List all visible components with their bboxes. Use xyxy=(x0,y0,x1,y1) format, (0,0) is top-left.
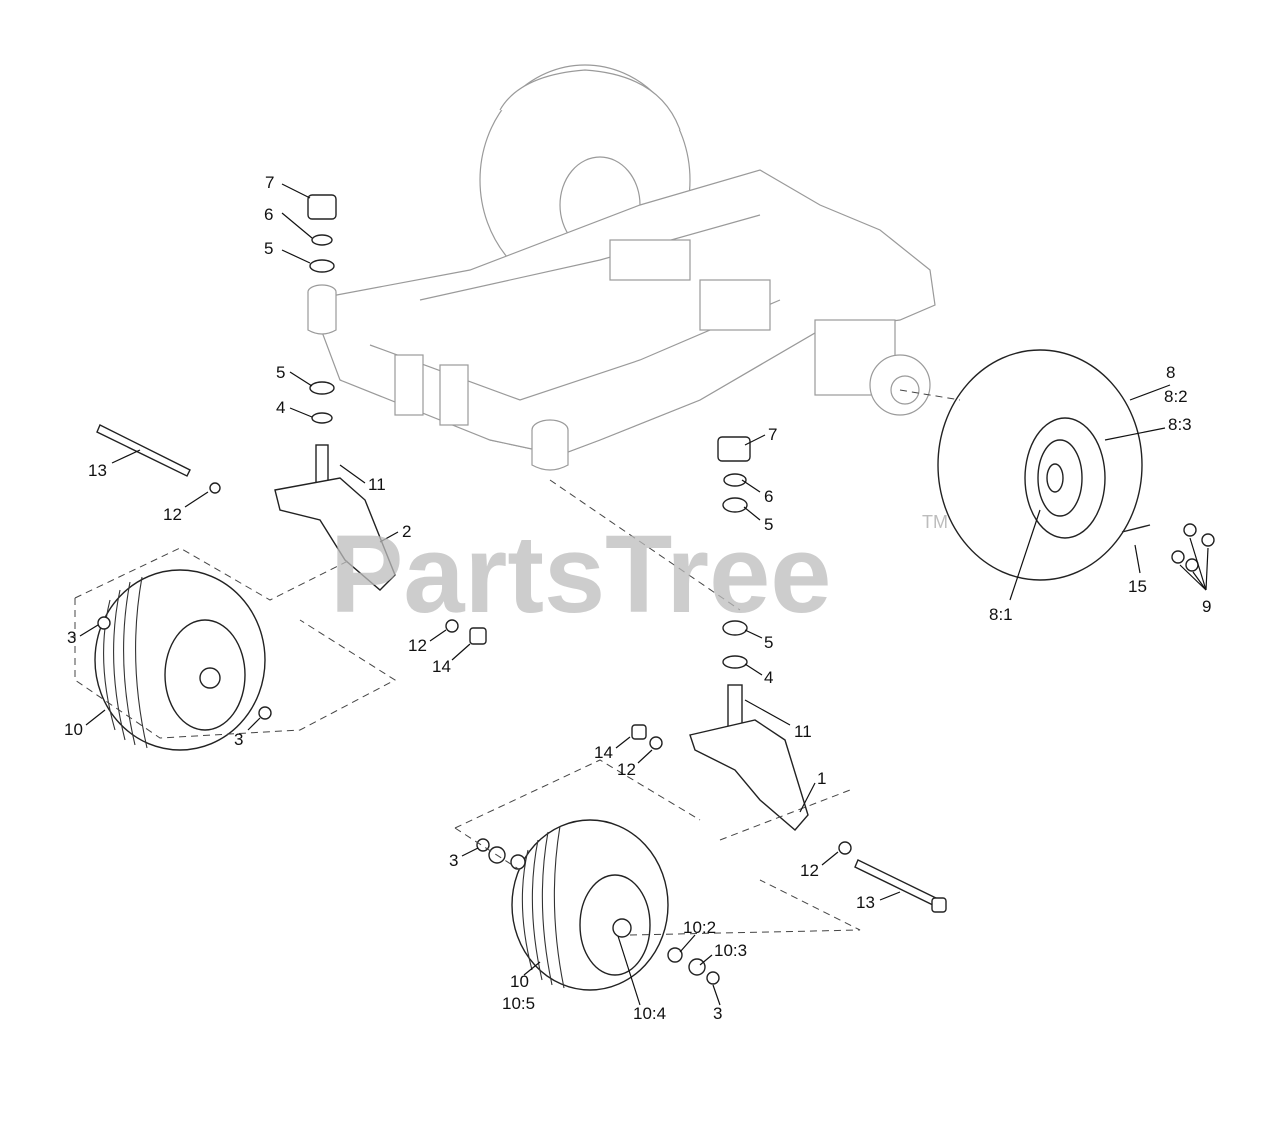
callout-14-left: 14 xyxy=(432,657,451,676)
watermark-text: PartsTree xyxy=(330,513,831,636)
callout-11-left: 11 xyxy=(368,475,386,494)
callout-8-2: 8:2 xyxy=(1164,387,1188,406)
callout-6-right: 6 xyxy=(764,487,773,506)
wheel-lug-nuts xyxy=(1171,523,1215,572)
mower-frame xyxy=(307,64,936,471)
callout-10-5: 10:5 xyxy=(502,994,535,1013)
right-spacer-nut xyxy=(631,724,663,750)
callout-12-right-2: 12 xyxy=(800,861,819,880)
rear-tire-right xyxy=(937,349,1143,581)
left-spacer-nut xyxy=(445,619,487,645)
callout-6-left: 6 xyxy=(264,205,273,224)
left-caster-fork xyxy=(274,477,396,591)
front-wheel-right xyxy=(511,819,669,991)
callout-10-3: 10:3 xyxy=(714,941,747,960)
callout-3-left-top: 3 xyxy=(67,628,76,647)
left-caster-stack xyxy=(307,194,337,486)
callout-14-right: 14 xyxy=(594,743,613,762)
callout-5-right-top: 5 xyxy=(764,515,773,534)
callout-5-right-bottom: 5 xyxy=(764,633,773,652)
callout-13-right: 13 xyxy=(856,893,875,912)
callout-10-2: 10:2 xyxy=(683,918,716,937)
callout-8-1: 8:1 xyxy=(989,605,1013,624)
callout-3-right-bottom: 3 xyxy=(713,1004,722,1023)
callout-4-right: 4 xyxy=(764,668,773,687)
callout-7-right: 7 xyxy=(768,425,777,444)
callout-10-right: 10 xyxy=(510,972,529,991)
callout-11-right: 11 xyxy=(794,722,812,741)
callout-3-right-top: 3 xyxy=(449,851,458,870)
callout-3-left-bottom: 3 xyxy=(234,730,243,749)
callout-12-left: 12 xyxy=(163,505,182,524)
callout-labels: 7 6 5 5 4 13 12 11 2 3 12 14 10 3 7 6 5 … xyxy=(64,173,1211,1023)
left-axle-bolt xyxy=(96,424,221,494)
leader-lines xyxy=(79,183,1209,1006)
callout-7-left: 7 xyxy=(265,173,274,192)
callout-10-left: 10 xyxy=(64,720,83,739)
watermark-trademark: TM xyxy=(922,512,948,532)
callout-9: 9 xyxy=(1202,597,1211,616)
right-caster-fork xyxy=(689,719,809,831)
callout-13-left: 13 xyxy=(88,461,107,480)
callout-2: 2 xyxy=(402,522,411,541)
callout-8: 8 xyxy=(1166,363,1175,382)
callout-1: 1 xyxy=(817,769,826,788)
callout-15: 15 xyxy=(1128,577,1147,596)
front-wheel-left xyxy=(94,569,272,751)
callout-5-left-bottom: 5 xyxy=(276,363,285,382)
callout-10-4: 10:4 xyxy=(633,1004,666,1023)
callout-8-3: 8:3 xyxy=(1168,415,1192,434)
callout-4-left: 4 xyxy=(276,398,285,417)
right-caster-stack xyxy=(717,436,751,731)
valve-stem xyxy=(1121,524,1151,533)
right-wheel-bearings xyxy=(476,838,720,985)
callout-12-left-2: 12 xyxy=(408,636,427,655)
callout-5-left-top: 5 xyxy=(264,239,273,258)
right-axle-bolt xyxy=(838,841,947,913)
callout-12-right: 12 xyxy=(617,760,636,779)
